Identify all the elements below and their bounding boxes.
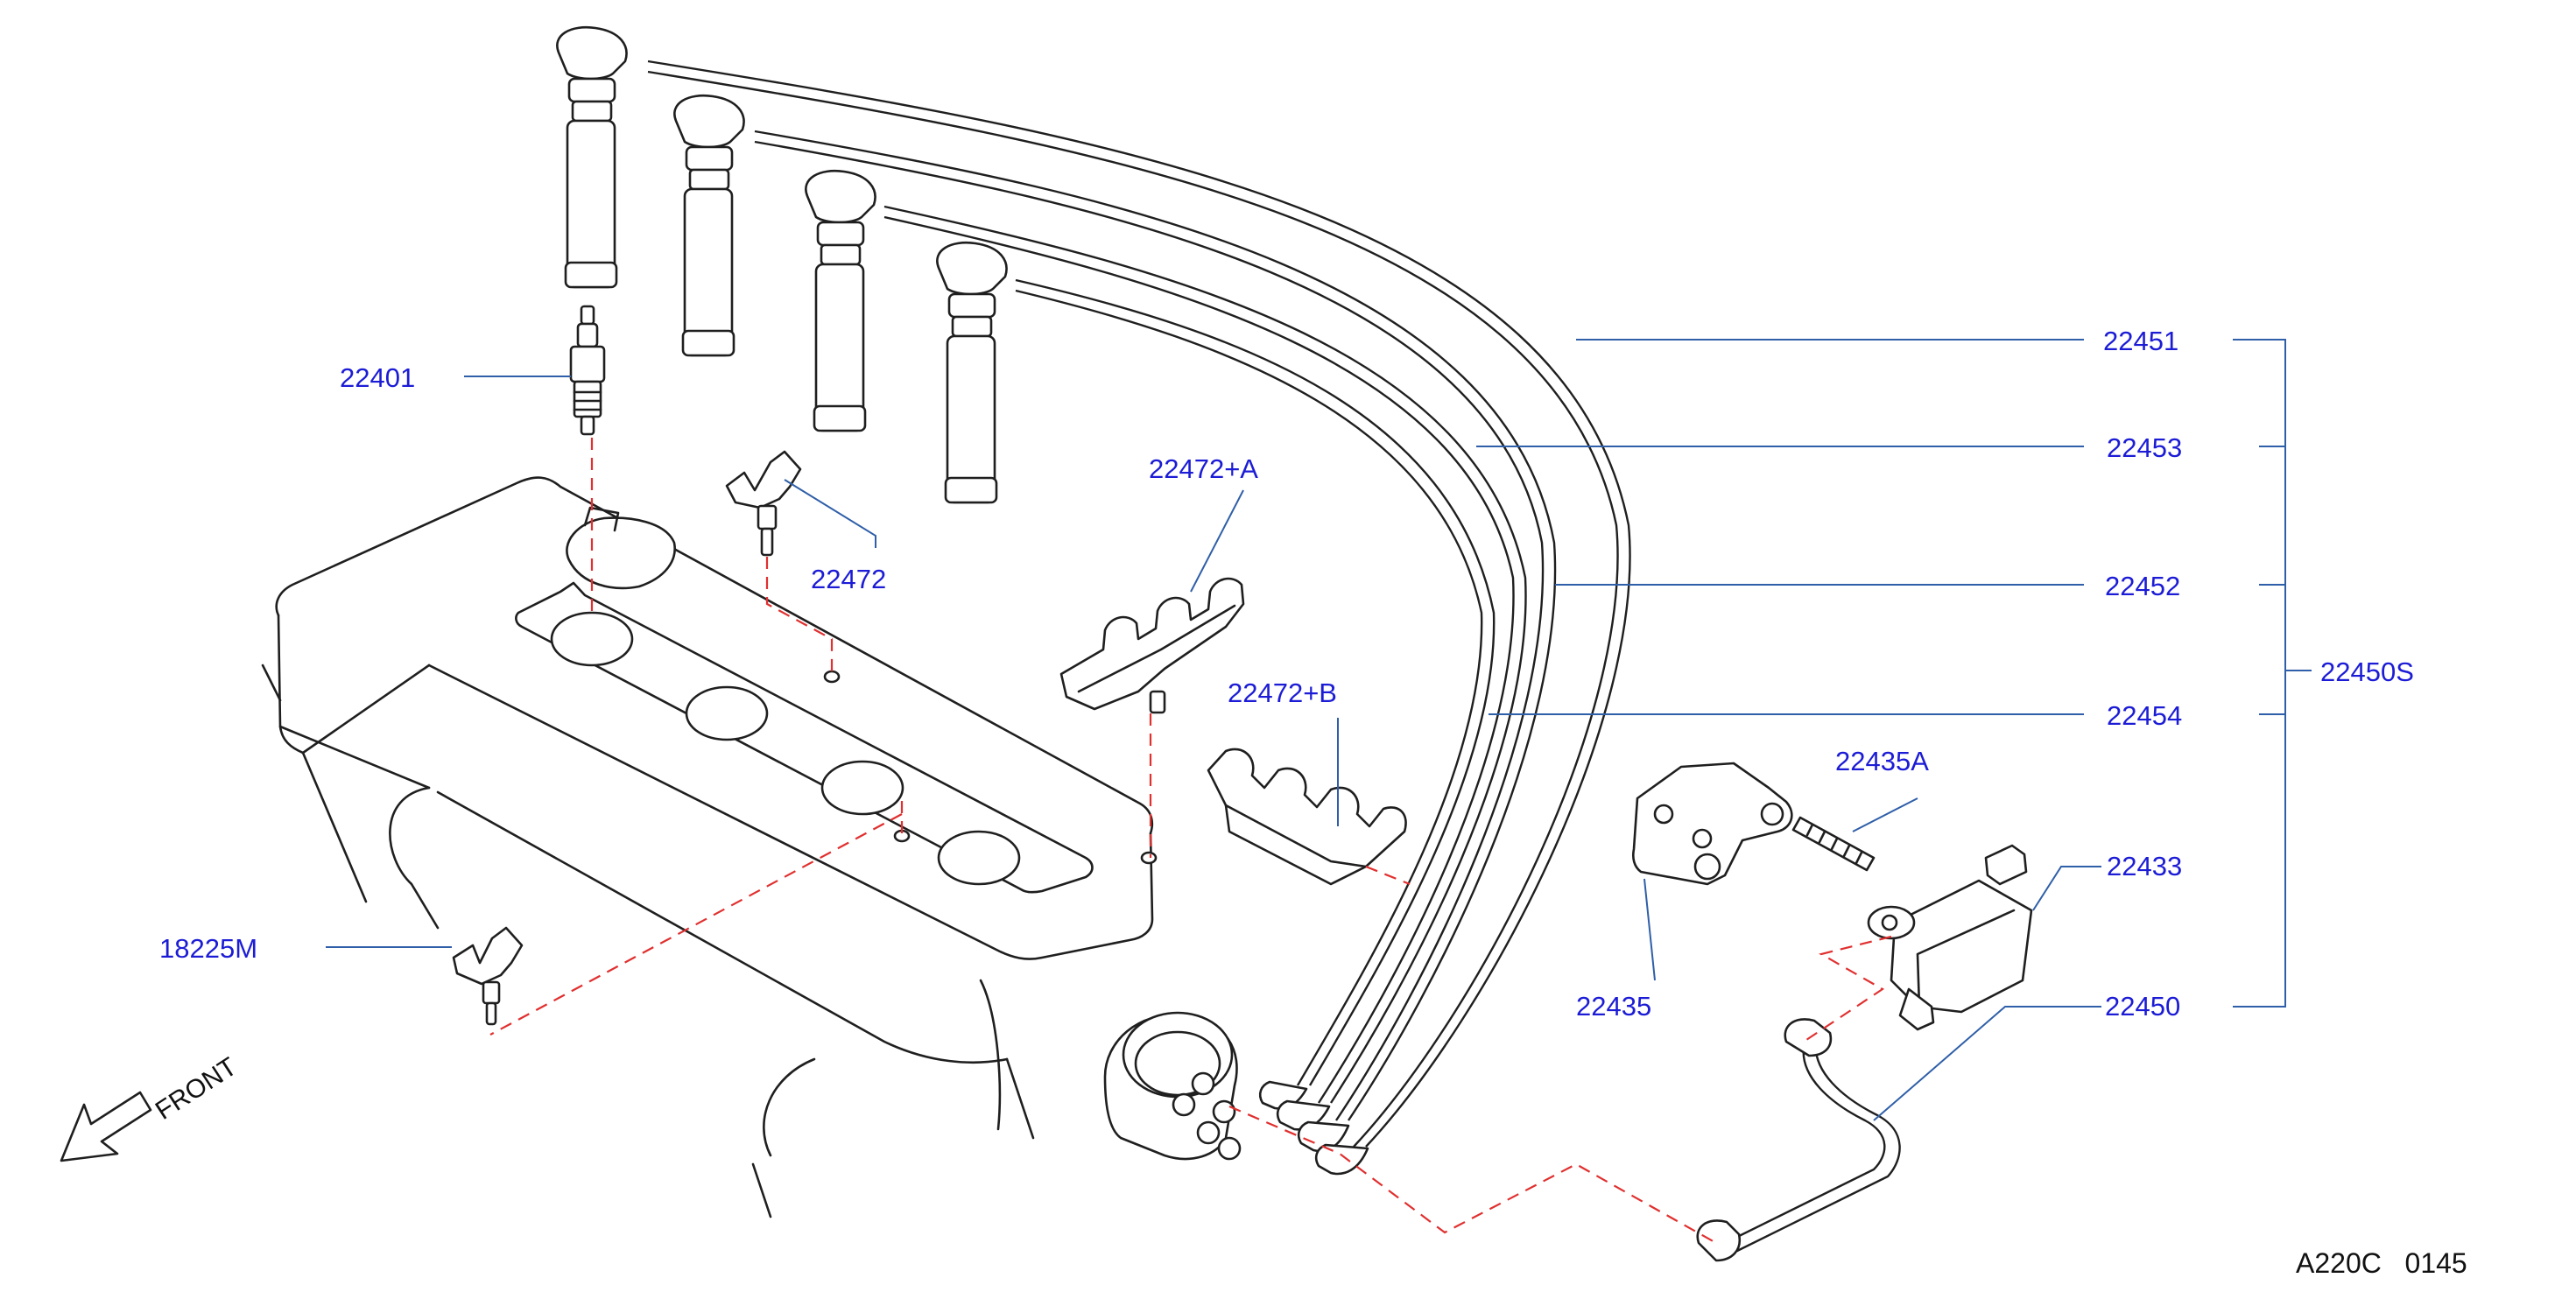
callout-22401[interactable]: 22401 — [340, 362, 415, 393]
callout-22433[interactable]: 22433 — [2107, 851, 2182, 881]
spark-plug-boot-2 — [673, 94, 745, 357]
callout-22435[interactable]: 22435 — [1576, 991, 1651, 1022]
spark-plug-boot-4 — [936, 241, 1008, 504]
rocker-cover — [261, 476, 1158, 1218]
plug-hole-4 — [937, 830, 1021, 886]
callout-22451[interactable]: 22451 — [2103, 326, 2178, 356]
callout-22472-b[interactable]: 22472+B — [1228, 678, 1337, 708]
callout-22450[interactable]: 22450 — [2105, 991, 2180, 1022]
callout-22454[interactable]: 22454 — [2107, 700, 2182, 731]
coil-wire — [1696, 1018, 1901, 1262]
assembly-guides — [489, 438, 1892, 1244]
cable-clamp-22472B — [1207, 748, 1407, 886]
callout-22435a[interactable]: 22435A — [1835, 746, 1929, 776]
coil-bracket — [1631, 762, 1793, 886]
high-tension-wires — [647, 60, 1631, 1176]
callout-22472[interactable]: 22472 — [811, 564, 886, 594]
front-direction-arrow: FRONT — [60, 1052, 243, 1162]
bracket-bolt — [1791, 816, 1876, 872]
spark-plug-boot-1 — [556, 25, 628, 289]
clip-18225M — [452, 926, 524, 1026]
cable-clamp-22472A — [1059, 577, 1245, 714]
spark-plug-boot-3 — [805, 169, 876, 432]
callout-22452[interactable]: 22452 — [2105, 571, 2180, 601]
plug-hole-1 — [550, 611, 634, 667]
plug-hole-3 — [820, 760, 904, 816]
ignition-coil — [1867, 844, 2033, 1031]
spark-plug — [569, 305, 606, 436]
oil-filler-cap — [566, 516, 676, 590]
callout-18225m[interactable]: 18225M — [159, 933, 257, 964]
part-callouts: 22401 22472 22472+A 22472+B 18225M 22435… — [159, 326, 2414, 1022]
diagram-reference: A220C 0145 — [2296, 1247, 2467, 1279]
plug-hole-2 — [685, 685, 769, 741]
front-label: FRONT — [151, 1052, 243, 1126]
distributor — [1103, 1011, 1242, 1161]
callout-22453[interactable]: 22453 — [2107, 432, 2182, 463]
cable-clip-22472 — [725, 450, 802, 557]
callout-22450s[interactable]: 22450S — [2320, 657, 2414, 687]
callout-22472-a[interactable]: 22472+A — [1149, 453, 1258, 484]
leader-lines — [326, 339, 2312, 1121]
